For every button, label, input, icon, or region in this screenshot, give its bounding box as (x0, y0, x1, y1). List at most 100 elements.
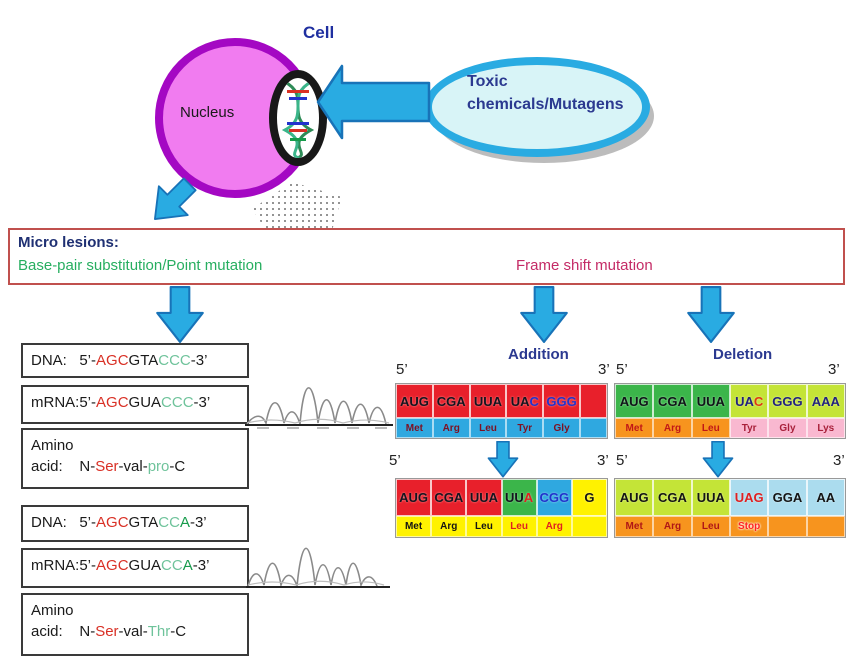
sequence-segment: CCC (158, 352, 191, 369)
sequence-segment: DNA: (31, 514, 80, 531)
codon-cell: AUG (615, 384, 654, 418)
sequence-segment: GTA (128, 352, 159, 369)
amino-acid-text: Arg (663, 422, 682, 434)
codon-cell: AAA (806, 384, 845, 418)
codon-cell: CGA (432, 384, 470, 418)
toxic-chemicals-label: Toxic chemicals/Mutagens (467, 70, 624, 116)
sequence-line: acid: N-Ser-val-Thr-C (31, 621, 247, 642)
sequence-line: Amino (31, 600, 247, 621)
amino-acid-cell: Tyr (506, 418, 544, 438)
sequence-line: DNA: 5’-AGCGTACCA-3’ (31, 512, 247, 533)
amino-acid-text: Tyr (741, 422, 757, 434)
frame-shift-label: Frame shift mutation (516, 257, 653, 274)
sequence-segment: mRNA: (31, 394, 80, 411)
codon-cell: GGG (543, 384, 580, 418)
sequence-segment: -3’ (192, 557, 210, 574)
codon-text: CGA (658, 489, 687, 505)
sequence-line: Amino (31, 435, 247, 456)
sequence-line: acid: N-Ser-val-pro-C (31, 456, 247, 477)
codon-cell: GGA (768, 479, 807, 516)
codon-text: G (584, 489, 595, 505)
prime-label: 5’ (389, 452, 401, 469)
codon-cell: AUG (615, 479, 654, 516)
codon-text: GGA (772, 489, 803, 505)
micro-lesions-title: Micro lesions: (18, 234, 119, 251)
amino-acid-cell: Met (396, 418, 433, 438)
sequence-segment: AGC (96, 514, 129, 531)
amino-acid-cell: Met (396, 515, 432, 537)
codon-text: UUA (696, 489, 725, 505)
codon-text: GGG (772, 393, 803, 409)
codon-cell: CGA (431, 479, 467, 516)
sequence-segment: -val- (118, 623, 148, 640)
sequence-line: mRNA:5’-AGCGUACCC-3’ (31, 392, 247, 413)
amino-acid-text: Arg (663, 520, 682, 532)
amino-acid-cell: Arg (653, 515, 692, 537)
dna-sequence-box-mutated: DNA: 5’-AGCGTACCA-3’ (21, 505, 249, 542)
prime-label: 3’ (598, 361, 610, 378)
sequence-segment: N- (79, 458, 96, 475)
codon-text: CGA (436, 393, 466, 409)
codon-cell (579, 384, 608, 418)
sequence-segment: GUA (128, 557, 162, 574)
codon-text: UUA (696, 393, 725, 409)
toxic-line1: Toxic (467, 73, 508, 90)
branch-arrow-deletion (683, 286, 739, 344)
sequence-segment: Ser (95, 623, 119, 640)
prime-label: 3’ (597, 452, 609, 469)
addition-result-arrow (481, 441, 525, 478)
amino-acid-cell: Leu (501, 515, 537, 537)
codon-cell: UUA (691, 384, 730, 418)
branch-arrow-point-mutation (152, 286, 208, 344)
sequence-segment: mRNA: (31, 557, 80, 574)
sequence-segment: -3’ (193, 394, 211, 411)
codon-cell: G (571, 479, 608, 516)
prime-label: 3’ (828, 361, 840, 378)
amino-acid-cell: Arg (431, 515, 467, 537)
sequence-segment: AGC (96, 557, 129, 574)
codon-text: AUG (399, 489, 429, 505)
prime-label: 5’ (616, 361, 628, 378)
sequence-segment: -3’ (189, 514, 207, 531)
sequence-segment: Thr (147, 623, 171, 640)
branch-arrow-addition (516, 286, 572, 344)
sequence-segment: A (182, 557, 193, 574)
codon-text: AA (816, 489, 836, 505)
cell-to-lesions-arrow (137, 167, 208, 238)
amino-acid-text: Met (405, 422, 424, 434)
dna-sequence-box-normal: DNA: 5’-AGCGTACCC-3’ (21, 343, 249, 378)
amino-acid-text: Met (625, 520, 643, 532)
cell-label: Cell (303, 23, 335, 42)
amino-acid-cell: Gly (543, 418, 580, 438)
addition-label: Addition (508, 346, 569, 363)
sequence-segment: 5’- (79, 352, 97, 369)
amino-acid-text: Met (625, 422, 643, 434)
amino-acid-cell: Leu (691, 515, 730, 537)
amino-acid-cell: Leu (466, 515, 502, 537)
point-mutation-label: Base-pair substitution/Point mutation (18, 257, 263, 274)
codon-text: CGG (539, 489, 570, 505)
amino-acid-text: Gly (553, 422, 570, 434)
codon-text: UAG (734, 489, 764, 505)
codon-text: UUA (473, 393, 503, 409)
amino-acid-cell: Arg (432, 418, 470, 438)
amino-acid-cell (579, 418, 608, 438)
codon-cell: UAG (729, 479, 769, 516)
amino-acid-cell (806, 515, 845, 537)
amino-acid-cell: Stop (729, 515, 769, 537)
sequence-segment: acid: (31, 623, 80, 640)
codon-text: UA (735, 393, 754, 409)
sequence-segment: N- (79, 623, 96, 640)
micro-lesions-box (8, 228, 845, 285)
amino-acid-text: Met (404, 520, 423, 532)
toxic-to-cell-arrow (316, 62, 431, 142)
